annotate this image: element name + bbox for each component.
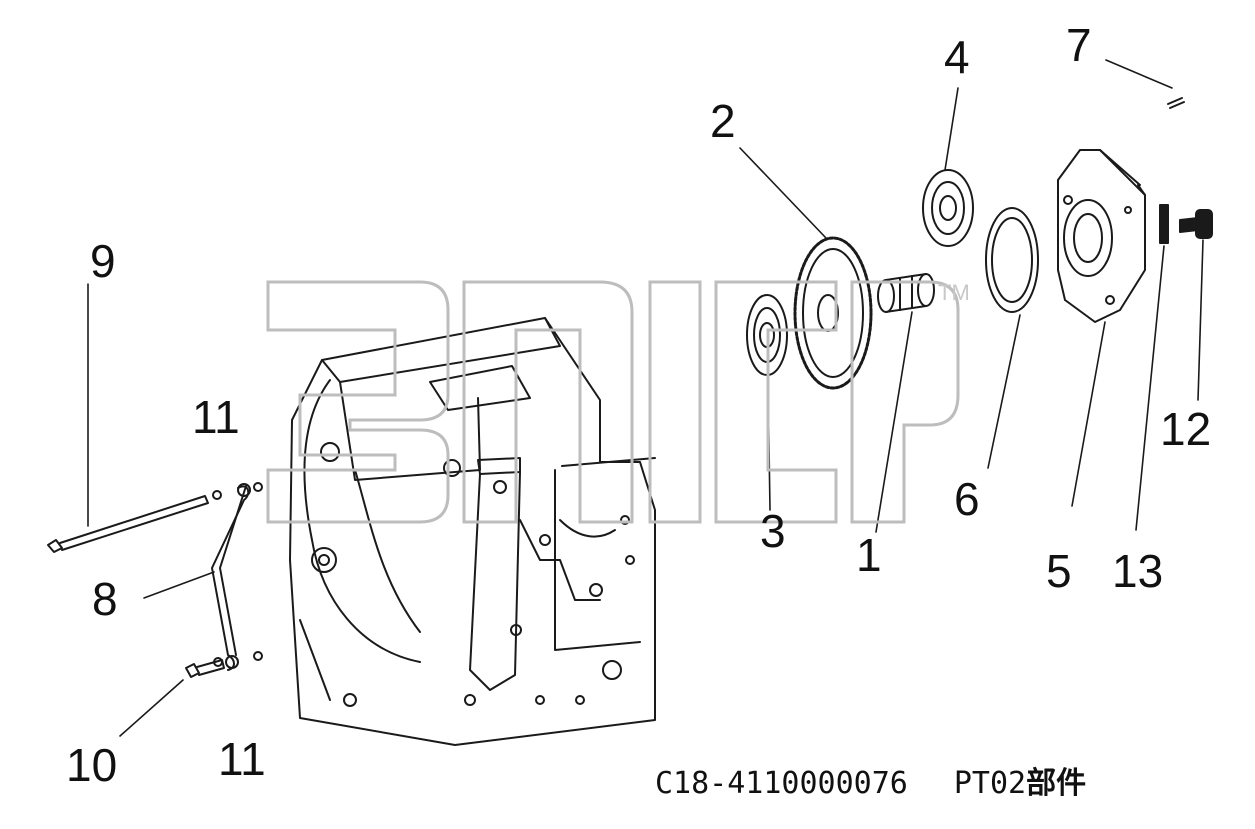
callout-1: 1 <box>856 529 882 581</box>
part-6-gasket <box>985 207 1039 313</box>
part-10-short-bolt <box>185 651 263 678</box>
part-4-bearing <box>922 169 974 247</box>
callout-10: 10 <box>66 739 118 791</box>
part-5-cover <box>1057 149 1146 323</box>
callout-13: 13 <box>1112 545 1164 597</box>
callout-11-bottom: 11 <box>218 733 266 785</box>
callout-8: 8 <box>92 573 118 625</box>
part-13-pin <box>1159 204 1169 244</box>
callout-4: 4 <box>944 31 970 83</box>
callout-6: 6 <box>954 473 980 525</box>
callout-5: 5 <box>1046 545 1072 597</box>
part-9-long-bolt <box>47 482 263 553</box>
part-2-gear <box>793 236 873 390</box>
part-12-bolt <box>1179 209 1213 239</box>
part-7-pin <box>1167 97 1185 109</box>
callout-3: 3 <box>760 505 786 557</box>
callout-12: 12 <box>1160 403 1212 455</box>
model-code: PT02 <box>953 766 1027 801</box>
leader-lines <box>87 59 1204 737</box>
diagram-caption: C18-4110000076 PT02部件 <box>655 758 1086 802</box>
watermark-logo <box>266 280 960 524</box>
transmission-housing <box>289 317 656 746</box>
callout-11-top: 11 <box>192 391 240 443</box>
part-8-pipe <box>211 483 251 671</box>
callout-7: 7 <box>1066 19 1092 71</box>
caption-suffix: 部件 <box>1026 766 1087 801</box>
part-code: C18-4110000076 <box>655 766 908 801</box>
callout-2: 2 <box>710 95 736 147</box>
watermark-tm: TM <box>938 280 970 305</box>
callout-9: 9 <box>90 235 116 287</box>
part-1-shaft <box>877 273 935 313</box>
